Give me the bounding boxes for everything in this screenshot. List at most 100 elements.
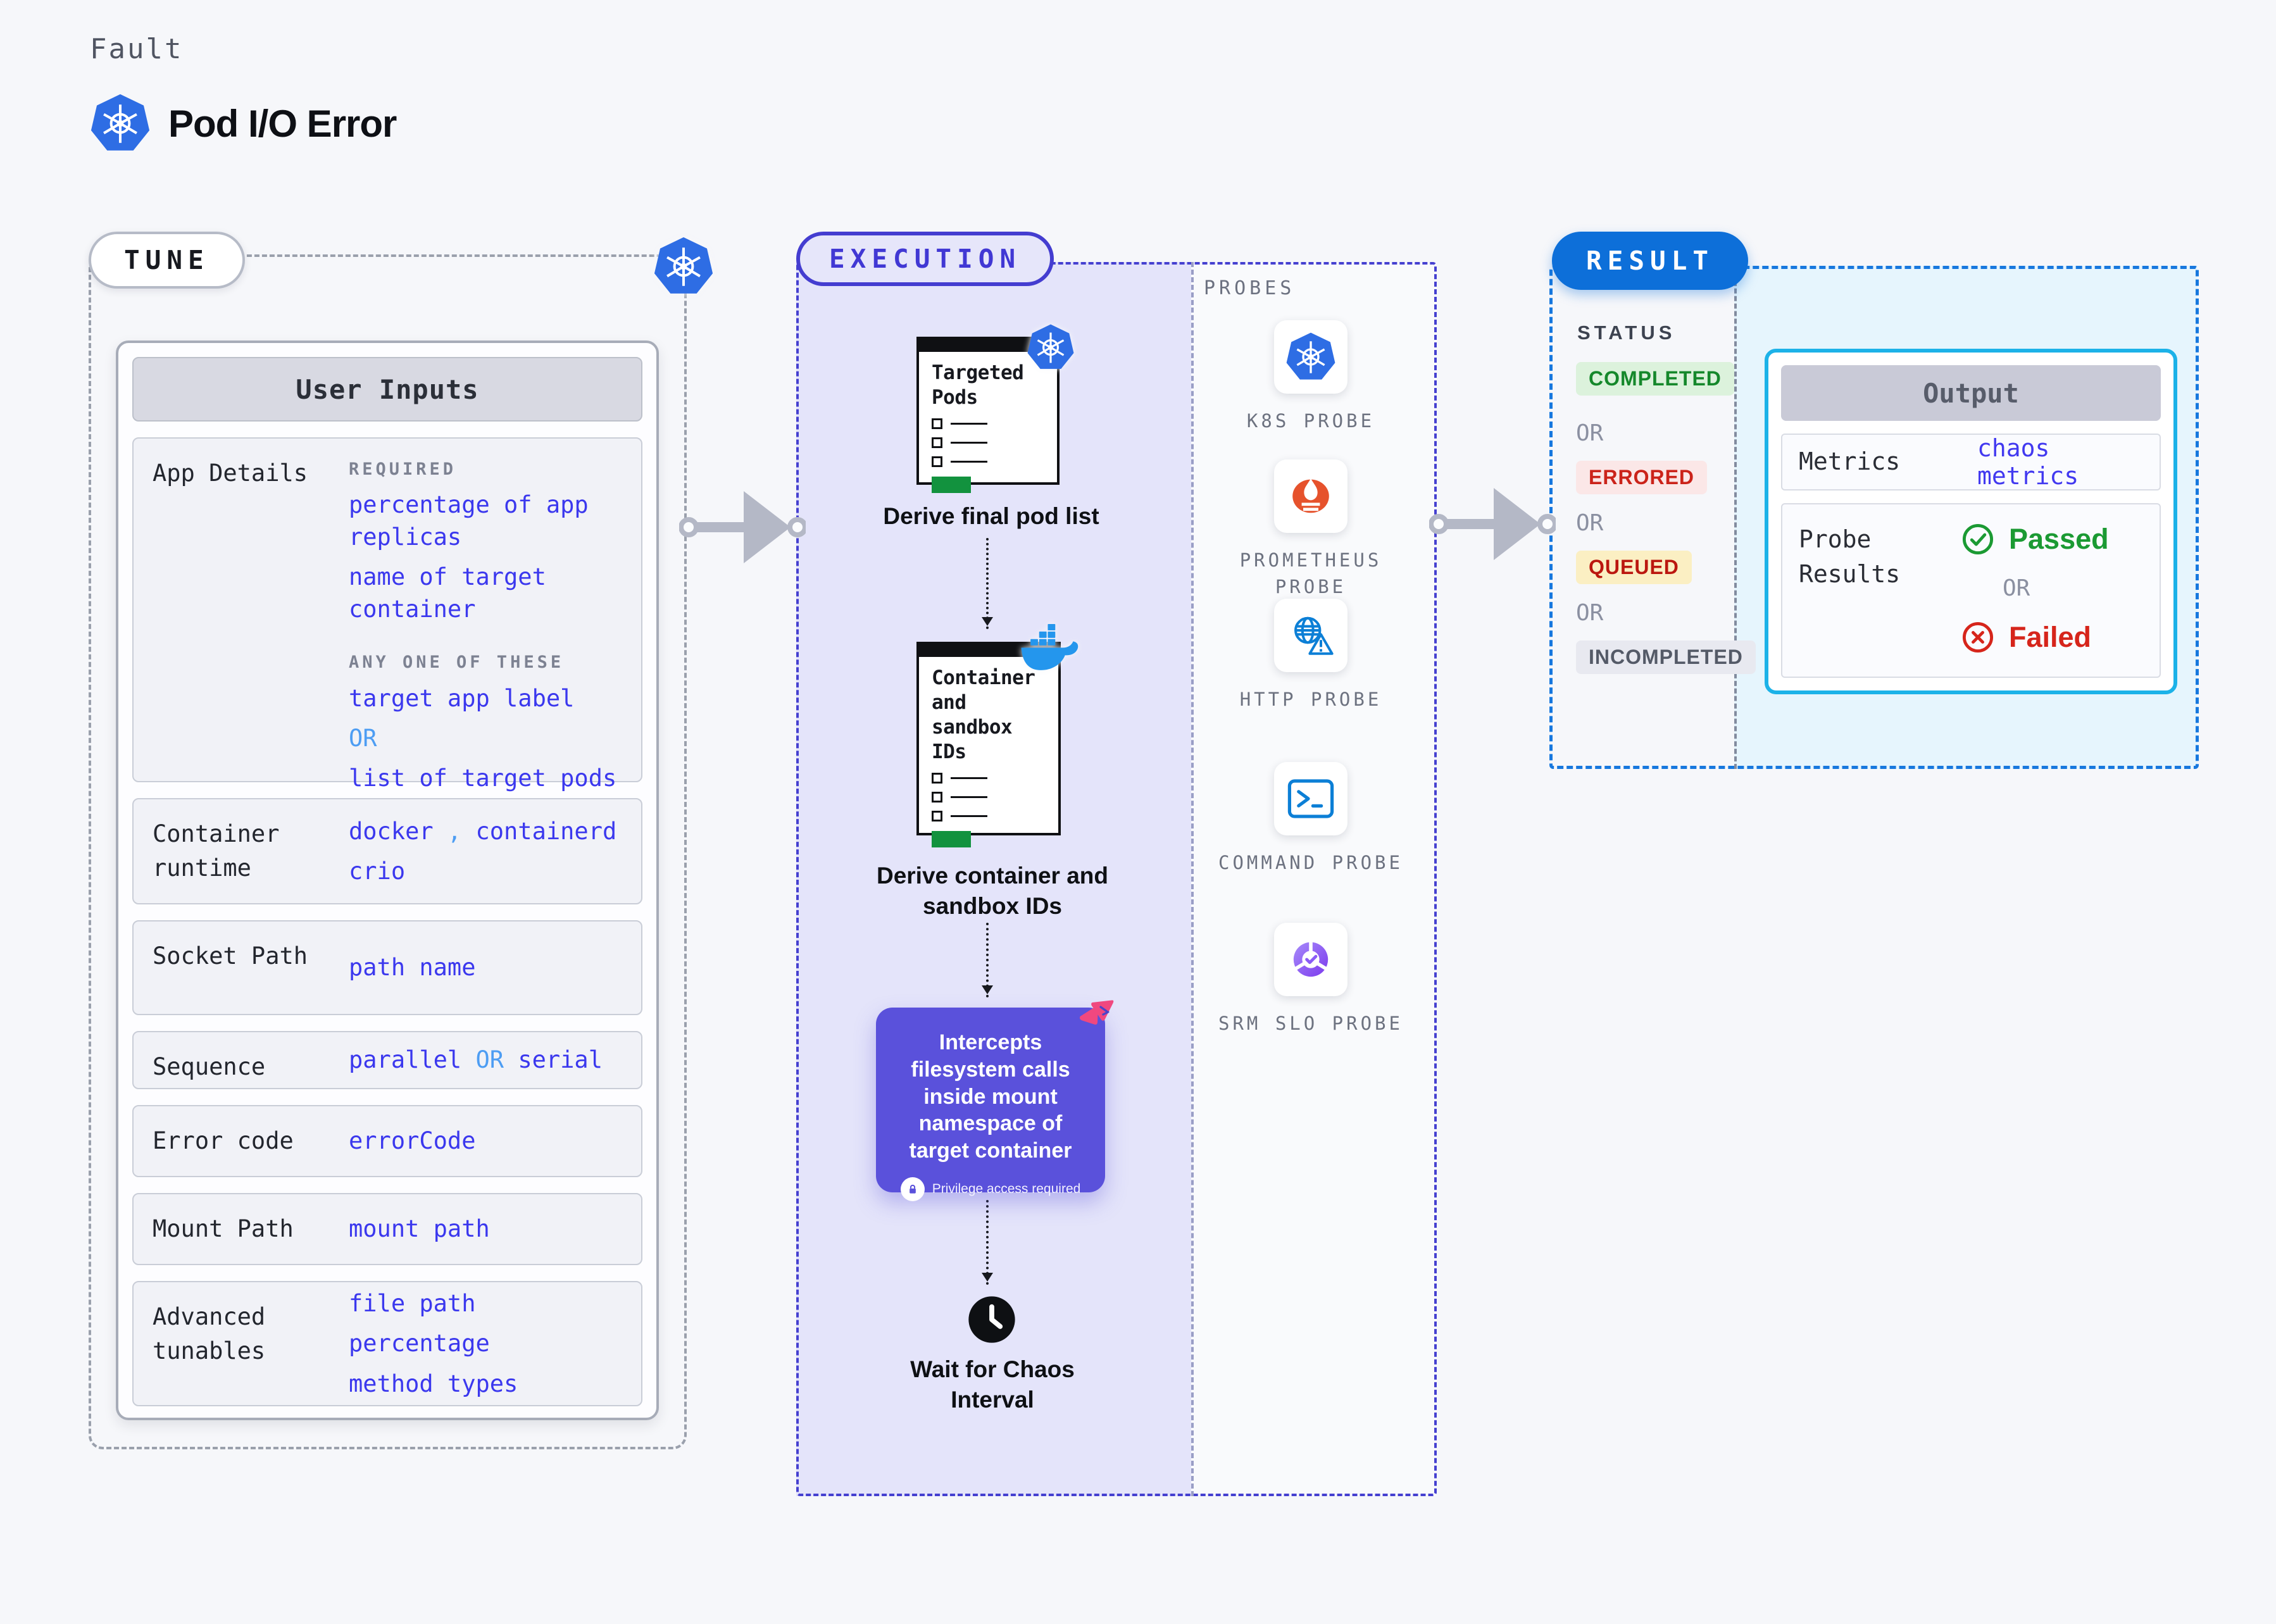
clock-icon: [967, 1295, 1016, 1344]
status-badge-errored: ERRORED: [1576, 461, 1708, 494]
probe-icon-card: [1274, 599, 1347, 672]
user-input-row: Sequence parallel OR serial: [132, 1031, 642, 1089]
green-button-bar: [932, 831, 971, 848]
field-value: OR: [349, 724, 377, 752]
probe-item-k8s-probe: K8S PROBE: [1215, 320, 1406, 434]
field-label: Container runtime: [153, 820, 280, 882]
srm-icon: [1285, 934, 1336, 985]
probe-item-http-probe: HTTP PROBE: [1215, 599, 1406, 713]
docker-icon: [1018, 624, 1084, 676]
kubernetes-icon: [653, 235, 714, 297]
container-ids-card: Container and sandbox IDs: [916, 642, 1061, 848]
green-button-bar: [932, 477, 971, 494]
tune-section-label: TUNE: [89, 232, 245, 289]
kubernetes-icon: [1285, 332, 1336, 382]
kubernetes-icon: [1027, 323, 1075, 372]
field-value: crio: [349, 858, 406, 885]
execution-to-result-arrow: [1429, 488, 1556, 560]
field-value: target app label: [349, 684, 575, 712]
failed-value: Failed: [2009, 621, 2092, 653]
field-label: Socket Path: [153, 942, 308, 970]
chaos-icon: [1076, 989, 1120, 1030]
checkbox-list-item: [932, 773, 1046, 784]
field-hint: ANY ONE OF THESE: [349, 653, 565, 673]
probe-icon-card: [1274, 320, 1347, 394]
step-caption: Derive container and sandbox IDs: [876, 863, 1108, 920]
probe-name: K8S PROBE: [1246, 410, 1375, 432]
field-label: Advanced tunables: [153, 1303, 266, 1365]
status-badge-incompleted: INCOMPLETED: [1576, 640, 1756, 674]
flow-connector: [982, 1200, 993, 1285]
metrics-value: chaos metrics: [1977, 434, 2079, 490]
status-or-label: OR: [1576, 510, 1604, 536]
result-divider: [1734, 266, 1737, 769]
check-circle-icon: [1961, 522, 1995, 556]
user-inputs-title: User Inputs: [132, 357, 642, 422]
flow-connector: [982, 538, 993, 629]
privilege-note: Privilege access required: [932, 1182, 1081, 1197]
field-value: errorCode: [349, 1127, 476, 1155]
field-value: serial: [518, 1046, 603, 1074]
status-badge-queued: QUEUED: [1576, 551, 1692, 584]
user-input-row: Mount Path mount path: [132, 1193, 642, 1265]
checkbox-list-item: [932, 437, 1044, 449]
flow-connector: [982, 923, 993, 997]
probe-icon-card: [1274, 923, 1347, 996]
prometheus-icon: [1285, 471, 1336, 522]
probe-or-label: OR: [2003, 575, 2030, 601]
probe-name: SRM SLO PROBE: [1218, 1013, 1403, 1034]
field-label: Mount Path: [153, 1215, 294, 1242]
intercept-info-box: Intercepts filesystem calls inside mount…: [876, 1008, 1105, 1202]
field-value: mount path: [349, 1215, 490, 1243]
step-card-title: Container and sandbox IDs: [932, 666, 1035, 764]
field-label: Sequence: [153, 1053, 266, 1080]
field-value: ,: [433, 817, 476, 845]
field-value: OR: [461, 1046, 518, 1074]
metrics-row: Metrics chaos metrics: [1781, 434, 2161, 490]
probe-item-command-probe: COMMAND PROBE: [1215, 762, 1406, 876]
user-input-row: Error code errorCode: [132, 1105, 642, 1177]
probe-name: COMMAND PROBE: [1218, 852, 1403, 873]
probes-divider: [1191, 262, 1194, 1496]
probes-area: [1191, 262, 1437, 1496]
field-value: method types: [349, 1370, 518, 1397]
checkbox-list-item: [932, 418, 1044, 430]
probe-name: HTTP PROBE: [1239, 689, 1382, 710]
field-value: name of target container: [349, 563, 546, 623]
field-hint: REQUIRED: [349, 459, 457, 479]
step-caption: Wait for Chaos Interval: [910, 1356, 1075, 1413]
passed-value: Passed: [2009, 523, 2109, 555]
page-title: Pod I/O Error: [168, 102, 397, 145]
tune-section-border: [89, 254, 687, 1449]
probe-results-label: Probe Results: [1799, 525, 1901, 589]
field-value: percentage: [349, 1330, 490, 1358]
field-label: Error code: [153, 1127, 294, 1154]
probe-icon-card: [1274, 459, 1347, 533]
checkbox-list-item: [932, 811, 1046, 822]
probe-item-srm-slo-probe: SRM SLO PROBE: [1215, 923, 1406, 1037]
field-value: parallel: [349, 1046, 462, 1074]
x-circle-icon: [1961, 620, 1995, 654]
lock-icon: [900, 1177, 925, 1202]
checkbox-list-item: [932, 792, 1046, 803]
step-card-title: Targeted Pods: [932, 361, 1024, 409]
user-input-row: Advanced tunables file path percentage meth…: [132, 1281, 642, 1406]
http-icon: [1285, 610, 1336, 661]
step-caption: Derive final pod list: [883, 503, 1099, 529]
probe-results-row: Probe Results Passed OR Failed: [1781, 503, 2161, 678]
command-icon: [1285, 773, 1336, 824]
field-value: file path: [349, 1290, 476, 1318]
kubernetes-icon: [90, 92, 151, 154]
probe-item-prometheus-probe: PROMETHEUS PROBE: [1215, 459, 1406, 600]
field-value: docker: [349, 817, 434, 845]
status-badge-completed: COMPLETED: [1576, 362, 1734, 396]
status-heading: STATUS: [1577, 322, 1676, 344]
metrics-label: Metrics: [1799, 447, 1901, 476]
output-title: Output: [1781, 365, 2161, 421]
field-value: list of target pods: [349, 764, 617, 792]
probe-name: PROMETHEUS PROBE: [1239, 549, 1382, 598]
